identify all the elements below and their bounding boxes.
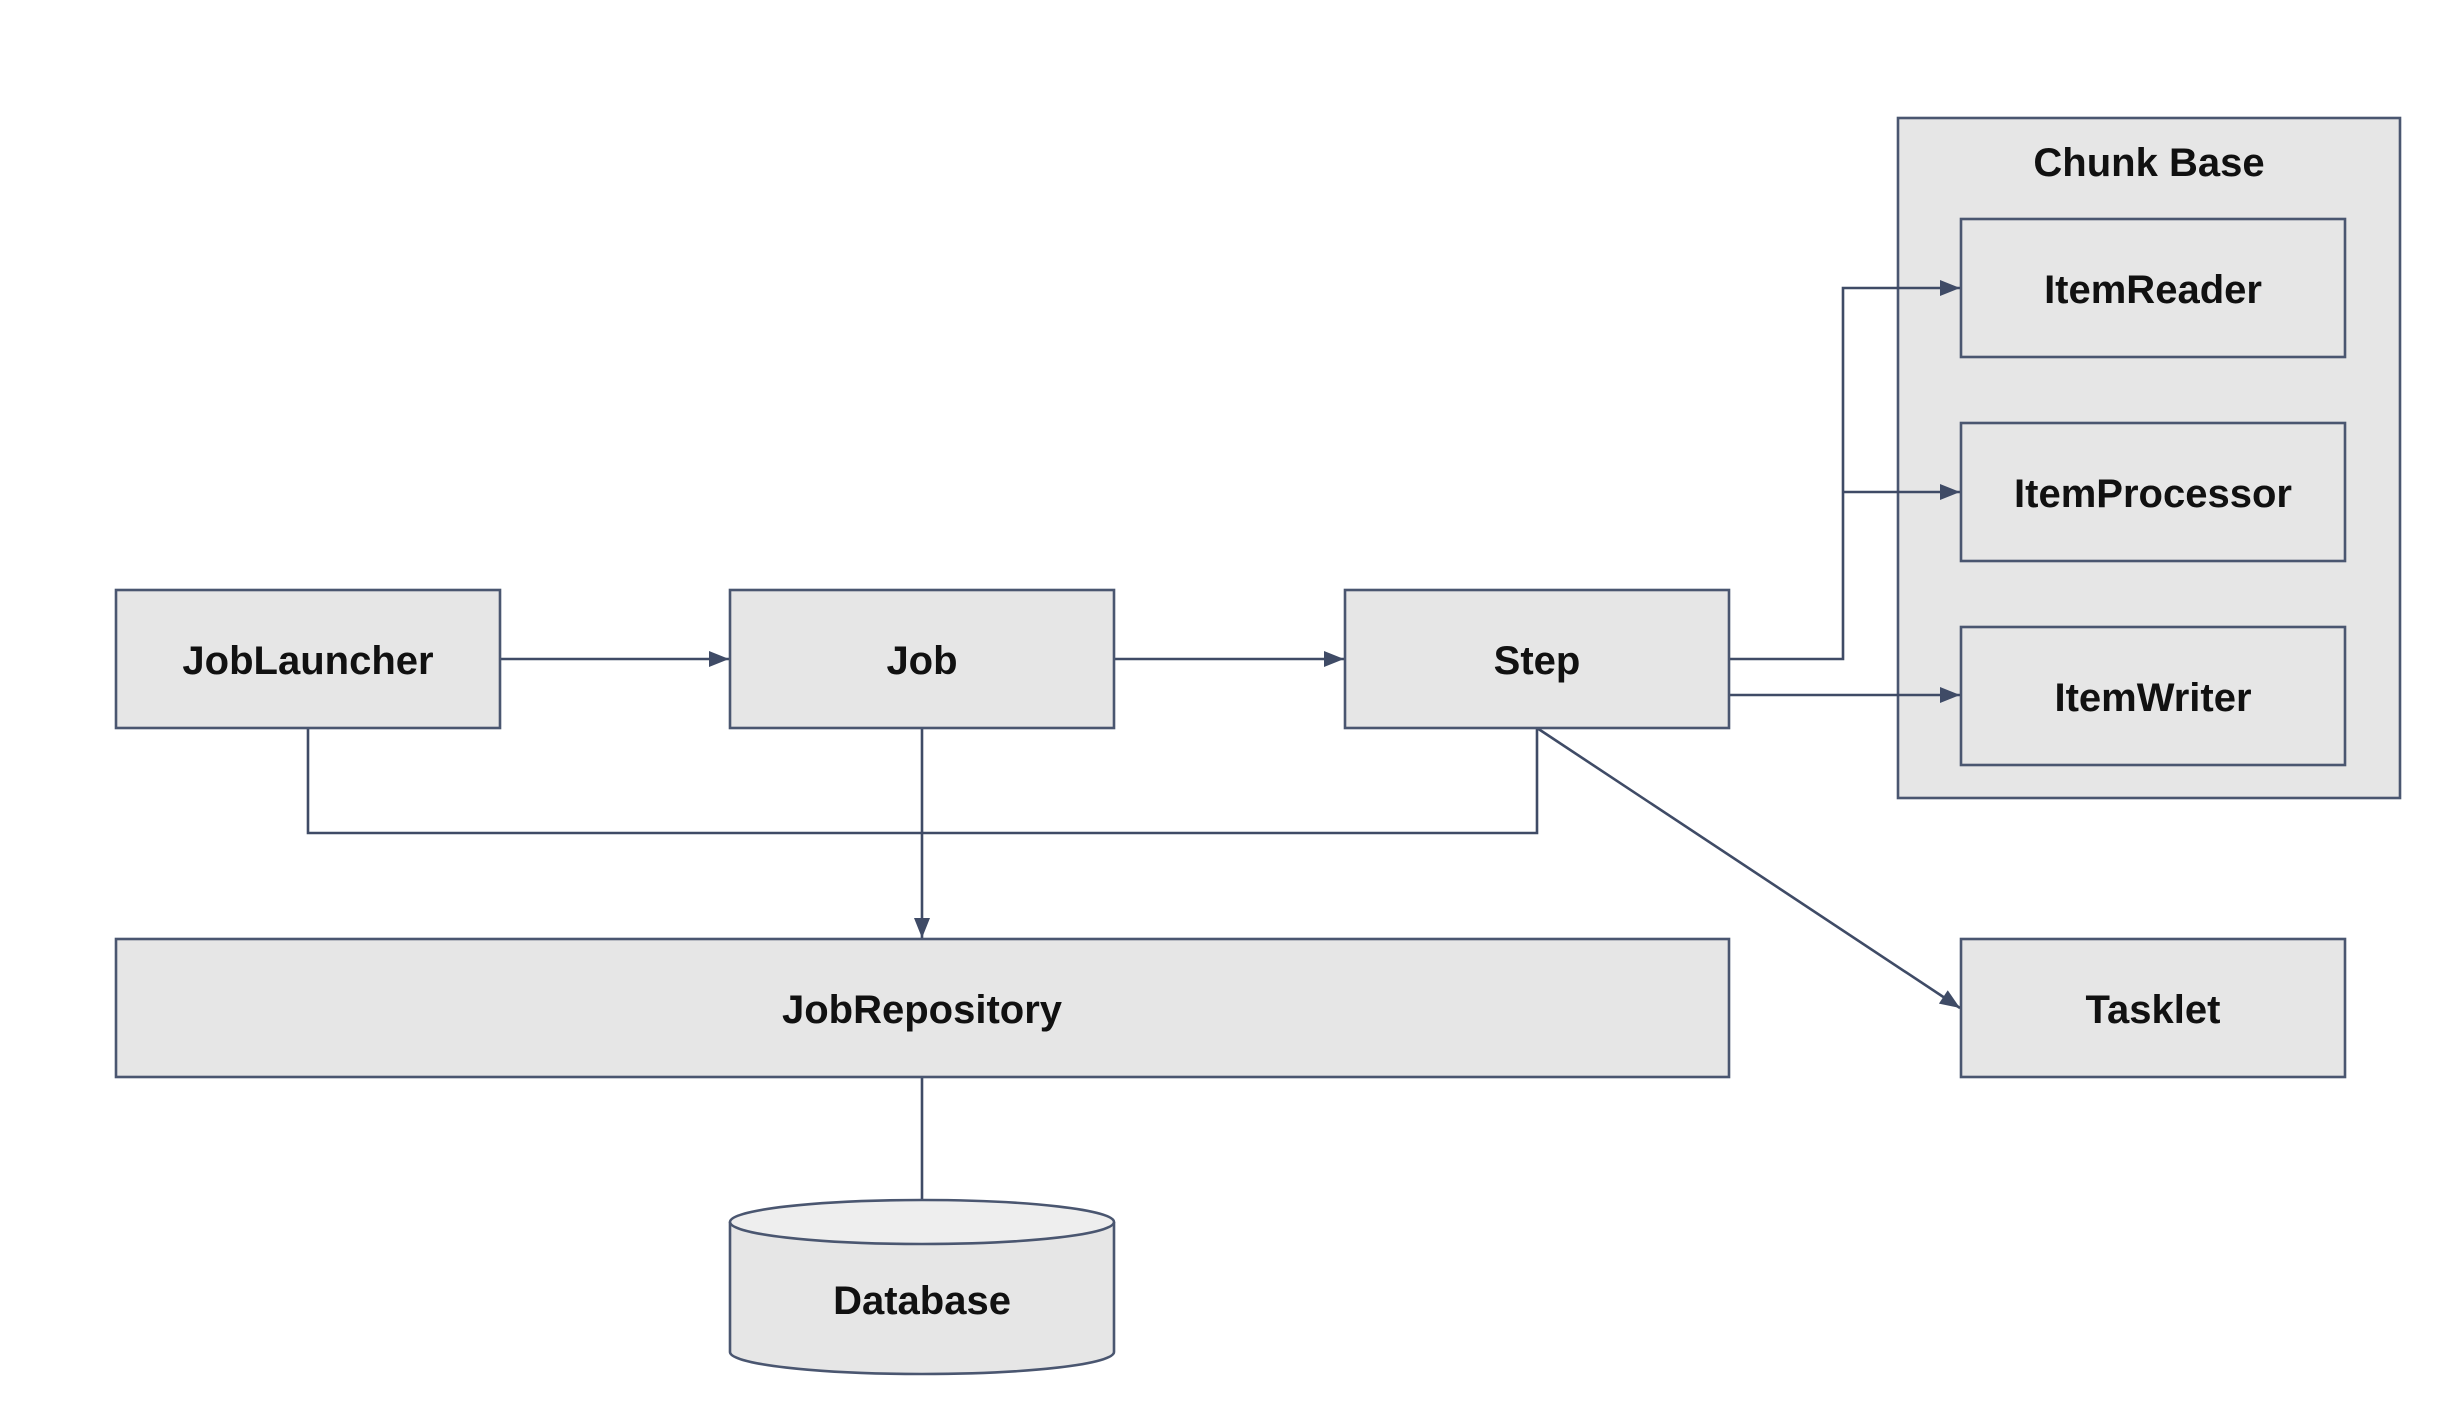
node-itemwriter: ItemWriter	[1959, 625, 2347, 767]
node-database: Database	[728, 1198, 1116, 1376]
edge-step-itemreader	[1729, 280, 1960, 661]
node-tasklet: Tasklet	[1959, 937, 2347, 1079]
itemprocessor-label: ItemProcessor	[2014, 472, 2292, 516]
job-label: Job	[886, 639, 957, 683]
joblauncher-label: JobLauncher	[182, 639, 433, 683]
itemreader-label: ItemReader	[2044, 268, 2262, 312]
node-step: Step	[1343, 588, 1731, 730]
node-itemreader: ItemReader	[1959, 217, 2347, 359]
edges	[306, 280, 1961, 1242]
step-label: Step	[1494, 639, 1581, 683]
node-job: Job	[728, 588, 1116, 730]
tasklet-label: Tasklet	[2086, 988, 2221, 1032]
database-label: Database	[833, 1279, 1011, 1323]
edge-step-tasklet	[1536, 726, 1961, 1010]
edge-joblauncher-jobrepository	[306, 728, 922, 835]
node-joblauncher: JobLauncher	[114, 588, 502, 730]
jobrepository-label: JobRepository	[782, 988, 1063, 1032]
itemwriter-label: ItemWriter	[2054, 676, 2251, 720]
database-cylinder-icon	[728, 1222, 1116, 1376]
node-jobrepository: JobRepository	[114, 937, 1731, 1079]
edge-step-jobrepository	[922, 728, 1539, 835]
node-itemprocessor: ItemProcessor	[1959, 421, 2347, 563]
chunk-base-title: Chunk Base	[2033, 141, 2264, 185]
